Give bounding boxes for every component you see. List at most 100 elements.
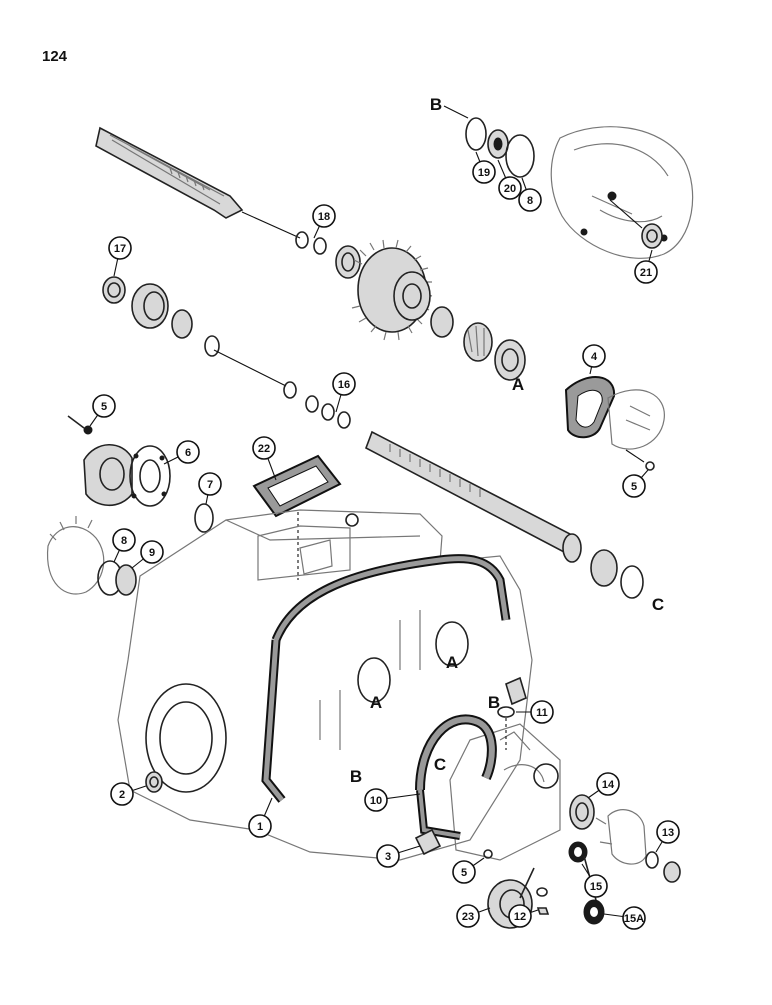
ring-19 xyxy=(465,117,487,151)
callout-label: 21 xyxy=(640,267,652,279)
callout-9-1: 9 xyxy=(131,540,164,569)
callout-5-2: 5 xyxy=(622,469,649,498)
bearing-cones-right xyxy=(430,306,526,381)
callout-5-3: 5 xyxy=(452,857,485,884)
callout-20-1: 20 xyxy=(497,159,522,200)
bearing-15a xyxy=(583,899,605,925)
callout-15a-1: 15A xyxy=(603,906,646,930)
callout-label: 15 xyxy=(590,881,602,893)
reference-letter-a-3: A xyxy=(370,693,382,712)
callout-4-1: 4 xyxy=(582,344,606,375)
washers-16 xyxy=(283,381,351,429)
bearing-20 xyxy=(487,129,509,159)
fitting-b xyxy=(505,676,527,706)
seal-14 xyxy=(569,794,595,830)
plug-2 xyxy=(145,771,163,793)
callout-15-1: 15 xyxy=(581,863,608,898)
callout-label: 12 xyxy=(514,911,526,923)
callout-label: 23 xyxy=(462,911,474,923)
rear-housing xyxy=(449,723,561,861)
bearing-15 xyxy=(568,841,588,863)
callout-label: 4 xyxy=(591,351,598,363)
bearing-cup-left xyxy=(131,283,169,329)
housing-leader xyxy=(609,199,643,229)
bearing-c-group xyxy=(590,549,644,599)
callout-5-1: 5 xyxy=(89,394,116,427)
page-number: 124 xyxy=(42,48,68,65)
bolt-5-left xyxy=(67,415,93,435)
callout-19-1: 19 xyxy=(472,151,496,184)
callout-23-1: 23 xyxy=(456,904,491,928)
yoke xyxy=(595,809,647,865)
seal-7 xyxy=(194,503,214,533)
callout-2-1: 2 xyxy=(110,782,147,806)
bell-housing xyxy=(550,126,694,259)
callout-label: 22 xyxy=(258,443,270,455)
callout-22-1: 22 xyxy=(252,436,277,481)
reference-letter-c-1: C xyxy=(652,595,664,614)
reference-letter-b-1: B xyxy=(430,95,442,114)
o-ring-8-top xyxy=(505,134,535,178)
callout-label: 1 xyxy=(257,821,263,833)
left-gear xyxy=(46,516,105,595)
flange-6 xyxy=(129,445,171,507)
callout-13-1: 13 xyxy=(655,820,680,853)
gasket-10 xyxy=(415,714,497,840)
callout-21-1: 21 xyxy=(634,249,658,284)
callout-18-1: 18 xyxy=(312,204,336,239)
callout-label: 7 xyxy=(207,479,213,491)
callout-1-1: 1 xyxy=(248,797,273,838)
callout-label: 5 xyxy=(101,401,107,413)
o-ring-11 xyxy=(497,706,515,750)
callout-10-1: 10 xyxy=(364,788,421,812)
seal-9 xyxy=(115,564,137,596)
cluster-gear xyxy=(351,239,433,341)
callout-label: 10 xyxy=(370,795,382,807)
nut-5-right xyxy=(645,461,655,471)
callout-3-1: 3 xyxy=(376,844,421,868)
callout-label: 2 xyxy=(119,789,125,801)
callout-label: 8 xyxy=(121,535,127,547)
callout-label: 18 xyxy=(318,211,330,223)
callout-label: 15A xyxy=(624,913,644,925)
washer-13 xyxy=(645,851,681,883)
spacer-ring xyxy=(335,245,361,279)
reference-letter-a-2: A xyxy=(446,653,458,672)
callout-label: 8 xyxy=(527,195,533,207)
callout-label: 17 xyxy=(114,243,126,255)
callout-14-1: 14 xyxy=(587,772,620,799)
callout-8-1: 8 xyxy=(518,177,542,212)
reference-letter-a-1: A xyxy=(512,375,524,394)
callout-label: 11 xyxy=(536,707,548,719)
callout-11-1: 11 xyxy=(516,700,554,724)
callout-label: 6 xyxy=(185,447,191,459)
callout-17-1: 17 xyxy=(108,236,132,277)
reference-letter-c-2: C xyxy=(434,755,446,774)
callout-label: 9 xyxy=(149,547,155,559)
nut-5-lower xyxy=(483,849,493,859)
nut-12 xyxy=(536,887,550,915)
lower-axis-line xyxy=(213,349,287,387)
callout-12-1: 12 xyxy=(508,904,539,928)
callout-8-2: 8 xyxy=(112,528,136,563)
case-gasket-1 xyxy=(261,554,511,803)
callout-label: 13 xyxy=(662,827,674,839)
callout-label: 5 xyxy=(461,867,467,879)
rod-12 xyxy=(519,867,535,899)
plug-3 xyxy=(414,828,442,856)
cover-screw-leader xyxy=(625,449,645,463)
flange-housing-left xyxy=(83,444,133,507)
input-shaft xyxy=(95,126,244,219)
callout-7-1: 7 xyxy=(198,472,222,505)
rear-cover xyxy=(607,389,665,450)
bearing-cone-left xyxy=(171,309,220,357)
callout-6-1: 6 xyxy=(163,440,200,465)
gasket-22 xyxy=(252,454,342,518)
washers-18 xyxy=(295,231,327,255)
callout-label: 14 xyxy=(602,779,615,791)
seal-17 xyxy=(102,276,126,304)
